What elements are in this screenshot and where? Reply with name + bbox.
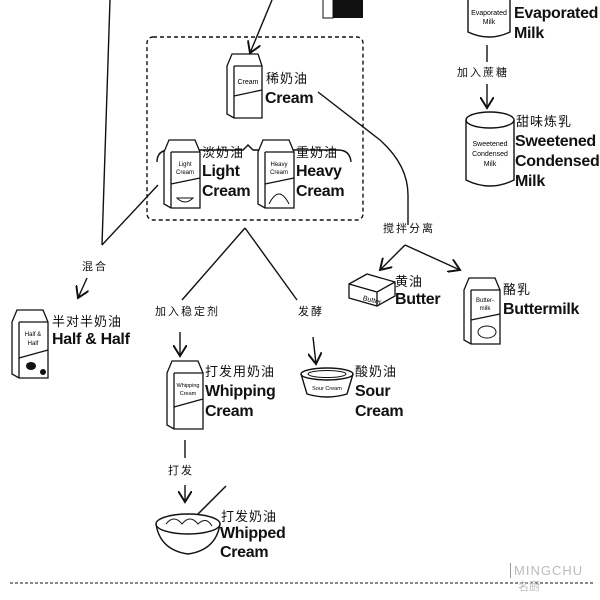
svg-text:Milk: Milk: [484, 161, 497, 168]
half-and-half-zh: 半对半奶油: [52, 315, 123, 330]
svg-text:Evaporated: Evaporated: [471, 10, 507, 17]
condensed-milk-en3: Milk: [515, 173, 545, 190]
cream-en: Cream: [265, 90, 314, 107]
light-cream-zh: 淡奶油: [202, 146, 245, 161]
light-cream-en2: Cream: [202, 183, 251, 200]
sour-cream-zh: 酸奶油: [355, 365, 398, 380]
heavy-cream-zh: 重奶油: [296, 146, 339, 161]
svg-text:Butter-: Butter-: [476, 298, 494, 304]
svg-text:Half &: Half &: [25, 332, 41, 338]
cream-zh: 稀奶油: [266, 72, 309, 87]
condensed-milk-en1: Sweetened: [515, 133, 596, 150]
svg-text:Light: Light: [178, 162, 191, 168]
whipping-cream-en2: Cream: [205, 403, 254, 420]
condensed-milk-zh: 甜味炼乳: [516, 115, 573, 130]
logo-en: MINGCHU: [510, 563, 583, 578]
whipped-cream-en1: Whipped: [220, 525, 286, 542]
svg-text:Half: Half: [28, 341, 39, 347]
light-cream-en1: Light: [202, 163, 240, 180]
whipped-cream-zh: 打发奶油: [221, 510, 278, 525]
cream-carton-icon: Cream: [226, 53, 263, 119]
step-ferment: 发酵: [298, 305, 324, 318]
step-add-stabilizer: 加入稳定剂: [155, 305, 220, 318]
step-churn-separate: 搅拌分离: [383, 222, 435, 235]
step-whip: 打发: [168, 464, 194, 477]
buttermilk-zh: 酪乳: [503, 283, 532, 298]
mingchu-logo: MINGCHU 名厨: [510, 563, 583, 594]
light-cream-carton-icon: Light Cream: [163, 139, 201, 209]
evaporated-milk-en1: Evaporated: [514, 5, 599, 22]
half-and-half-carton-icon: Half & Half: [11, 309, 49, 379]
svg-text:Condensed: Condensed: [472, 151, 508, 158]
svg-text:Sour Cream: Sour Cream: [312, 386, 342, 392]
whipping-cream-zh: 打发用奶油: [205, 365, 276, 380]
sour-cream-en1: Sour: [355, 383, 391, 400]
svg-text:Cream: Cream: [237, 79, 258, 86]
svg-text:Butter: Butter: [362, 295, 382, 306]
butter-block-icon: Butter: [348, 273, 396, 307]
whipped-cream-en2: Cream: [220, 544, 269, 561]
svg-text:Sweetened: Sweetened: [472, 141, 507, 148]
heavy-cream-en2: Cream: [296, 183, 345, 200]
step-mix: 混合: [82, 260, 108, 273]
half-and-half-en: Half & Half: [52, 331, 130, 348]
svg-text:Milk: Milk: [483, 19, 496, 26]
whipped-cream-bowl-icon: [155, 485, 227, 555]
buttermilk-carton-icon: Butter- milk: [463, 277, 501, 345]
buttermilk-en: Buttermilk: [503, 301, 580, 318]
evaporated-milk-en2: Milk: [514, 25, 544, 42]
sour-cream-tub-icon: Sour Cream: [300, 367, 354, 398]
butter-zh: 黄油: [395, 275, 424, 290]
condensed-milk-can-icon: Sweetened Condensed Milk: [465, 111, 515, 187]
whipping-cream-carton-icon: Whipping Cream: [166, 360, 204, 430]
condensed-milk-en2: Condensed: [515, 153, 600, 170]
svg-text:Cream: Cream: [176, 170, 194, 176]
heavy-cream-carton-icon: Heavy Cream: [257, 139, 295, 209]
evaporated-milk-can-icon: Evaporated Milk: [467, 0, 511, 38]
whipping-cream-en1: Whipping: [205, 383, 276, 400]
logo-zh: 名厨: [518, 581, 540, 593]
svg-text:Cream: Cream: [180, 391, 197, 397]
svg-text:Cream: Cream: [270, 170, 288, 176]
milk-box-icon: [322, 0, 363, 19]
svg-text:Whipping: Whipping: [177, 383, 200, 389]
svg-text:Heavy: Heavy: [270, 162, 287, 168]
heavy-cream-en1: Heavy: [296, 163, 342, 180]
sour-cream-en2: Cream: [355, 403, 404, 420]
svg-text:milk: milk: [480, 306, 492, 312]
butter-en: Butter: [395, 291, 441, 308]
step-add-sugar: 加入蔗糖: [457, 66, 509, 79]
